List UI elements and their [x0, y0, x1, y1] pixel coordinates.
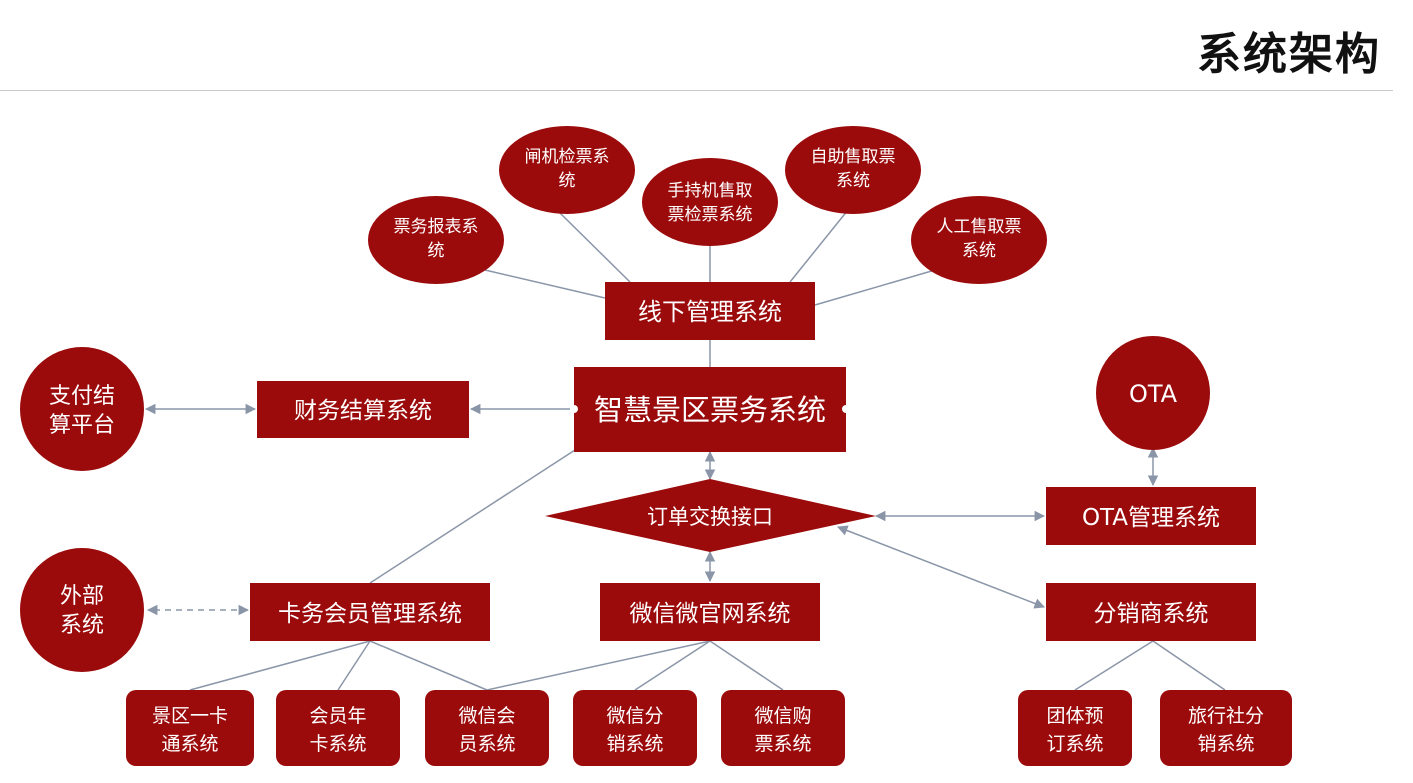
node-offline-label: 线下管理系统 [638, 298, 782, 326]
node-member-card-line1: 会员年 [309, 705, 366, 727]
page-title: 系统架构 [1197, 29, 1381, 80]
line-wechat-wcticket [709, 640, 784, 691]
node-payment-line2: 算平台 [49, 413, 115, 438]
node-order-exchange-label: 订单交换接口 [647, 505, 773, 529]
node-handheld[interactable] [642, 158, 778, 246]
node-report[interactable] [368, 196, 504, 284]
node-travel-line1: 旅行社分 [1188, 705, 1264, 727]
line-member-wcmember [369, 640, 488, 691]
node-external[interactable] [20, 548, 144, 672]
node-order-exchange[interactable] [545, 479, 876, 552]
line-report-offline [484, 269, 606, 299]
title-divider [0, 90, 1393, 91]
node-core[interactable] [574, 367, 846, 452]
node-finance[interactable] [257, 381, 469, 438]
node-wechat-ticket-line2: 票系统 [754, 733, 811, 755]
node-gate[interactable] [499, 126, 635, 214]
line-self-offline [789, 204, 853, 283]
node-member-label: 卡务会员管理系统 [278, 601, 462, 627]
node-wechat-dist[interactable] [573, 690, 697, 766]
node-handheld-line2: 票检票系统 [668, 205, 753, 225]
offline-subsystems: 票务报表系 统 闸机检票系 统 手持机售取 票检票系统 自助售取票 系统 人工售… [368, 126, 1047, 284]
node-member-card-line2: 卡系统 [309, 733, 366, 755]
line-manual-offline [814, 269, 936, 306]
node-member[interactable] [250, 583, 490, 641]
node-handheld-line1: 手持机售取 [668, 181, 753, 201]
node-wechat-site-label: 微信微官网系统 [630, 601, 791, 627]
node-wechat-member[interactable] [425, 690, 549, 766]
node-core-label: 智慧景区票务系统 [594, 393, 826, 427]
node-card-line2: 通系统 [161, 733, 218, 755]
node-travel-line2: 销系统 [1197, 733, 1254, 755]
line-dist-group [1074, 640, 1154, 691]
line-core-member [369, 449, 576, 584]
node-self-service-line1: 自助售取票 [811, 147, 896, 167]
node-self-service[interactable] [785, 126, 921, 214]
node-group[interactable] [1018, 690, 1132, 766]
node-manual[interactable] [911, 196, 1047, 284]
node-ota-mgmt[interactable] [1046, 487, 1256, 545]
node-core-port-right [842, 405, 850, 413]
node-gate-line1: 闸机检票系 [525, 147, 610, 167]
line-wechat-wcmember [486, 640, 711, 691]
node-payment[interactable] [20, 347, 144, 471]
connectors [144, 204, 1226, 691]
node-finance-label: 财务结算系统 [294, 398, 432, 424]
leaf-subsystems: 景区一卡 通系统 会员年 卡系统 微信会 员系统 微信分 销系统 微信购 票系统… [126, 690, 1292, 766]
node-wechat-member-line2: 员系统 [458, 733, 515, 755]
node-ota-mgmt-label: OTA管理系统 [1082, 505, 1220, 531]
node-gate-line2: 统 [559, 171, 576, 191]
node-group-line2: 订系统 [1046, 733, 1103, 755]
node-member-card[interactable] [276, 690, 400, 766]
node-external-line1: 外部 [60, 584, 104, 609]
node-distributor-label: 分销商系统 [1094, 601, 1209, 627]
node-external-line2: 系统 [60, 613, 104, 638]
node-report-line1: 票务报表系 [394, 217, 479, 237]
node-wechat-ticket-line1: 微信购 [754, 705, 811, 727]
node-group-line1: 团体预 [1046, 705, 1103, 727]
line-gate-offline [559, 212, 631, 283]
node-self-service-line2: 系统 [836, 171, 870, 191]
node-wechat-dist-line1: 微信分 [606, 705, 663, 727]
line-member-card [189, 640, 371, 691]
node-wechat-member-line1: 微信会 [458, 705, 515, 727]
node-manual-line1: 人工售取票 [937, 217, 1022, 237]
node-report-line2: 统 [428, 241, 445, 261]
node-card[interactable] [126, 690, 254, 766]
node-travel[interactable] [1160, 690, 1292, 766]
line-dist-travel [1152, 640, 1226, 691]
line-wechat-wcdist [634, 640, 711, 691]
node-payment-line1: 支付结 [49, 384, 115, 409]
node-distributor[interactable] [1046, 583, 1256, 641]
node-wechat-ticket[interactable] [721, 690, 845, 766]
node-offline[interactable] [605, 282, 815, 340]
node-wechat-site[interactable] [600, 583, 820, 641]
node-manual-line2: 系统 [962, 241, 996, 261]
node-wechat-dist-line2: 销系统 [606, 733, 663, 755]
line-member-annual [337, 640, 371, 691]
node-ota[interactable] [1096, 336, 1210, 450]
node-card-line1: 景区一卡 [152, 705, 228, 727]
node-ota-label: OTA [1129, 380, 1178, 408]
node-core-port-left [570, 405, 578, 413]
line-exchange-distributor [837, 525, 1045, 609]
